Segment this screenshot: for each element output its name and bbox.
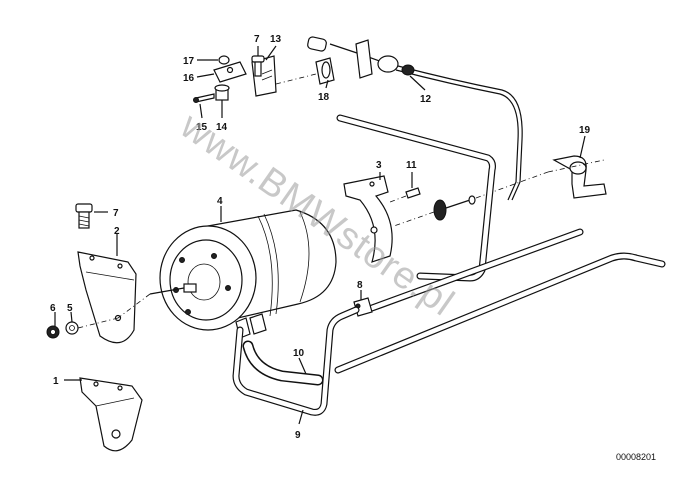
callout-6: 6: [50, 303, 56, 314]
callout-1: 1: [53, 376, 59, 387]
callout-15: 15: [196, 122, 208, 133]
callout-8: 8: [357, 280, 363, 291]
assembly-line: [77, 317, 119, 329]
assembly-line: [393, 211, 435, 227]
callout-4: 4: [217, 196, 223, 207]
callout-9: 9: [295, 430, 301, 441]
vacuum-pipe-upper[interactable]: [336, 114, 496, 282]
callout-3: 3: [376, 160, 382, 171]
leader-lines: [54, 45, 586, 425]
grommet-part-18[interactable]: [315, 57, 335, 85]
assembly-line: [117, 293, 151, 319]
pipe-part-9[interactable]: [232, 306, 360, 416]
callout-5: 5: [67, 303, 73, 314]
callout-2: 2: [114, 226, 120, 237]
canister-part-4[interactable]: [149, 209, 337, 339]
vacuum-pipe-lower[interactable]: [334, 228, 666, 374]
callout-17: 17: [183, 56, 195, 67]
bushing-part-14[interactable]: [214, 84, 230, 101]
bracket-part-3[interactable]: [343, 175, 393, 263]
reference-code: 00008201: [616, 452, 656, 462]
callout-14: 14: [216, 122, 228, 133]
clip-part-19[interactable]: [547, 155, 607, 199]
callout-11: 11: [406, 160, 417, 171]
bolt-part-7-top[interactable]: [251, 55, 265, 77]
bracket-part-1[interactable]: [79, 377, 143, 452]
bracket-part-16[interactable]: [213, 61, 247, 83]
callout-16: 16: [183, 73, 195, 84]
bolt-part-7-left[interactable]: [75, 203, 93, 229]
cable-part-12[interactable]: [307, 36, 523, 201]
assembly-line: [275, 73, 317, 85]
pin-part-15[interactable]: [193, 93, 215, 103]
washer-part-5[interactable]: [65, 321, 79, 335]
hose-part-10[interactable]: [242, 340, 324, 386]
callout-7-top: 7: [254, 34, 260, 45]
callout-13: 13: [270, 34, 282, 45]
bracket-part-2[interactable]: [77, 251, 137, 344]
callout-19: 19: [579, 125, 591, 136]
callout-18: 18: [318, 92, 330, 103]
callout-10: 10: [293, 348, 305, 359]
callout-7-left: 7: [113, 208, 119, 219]
screw-part-11[interactable]: [389, 187, 421, 203]
clip-part-17[interactable]: [218, 55, 230, 65]
cable-nipple[interactable]: [433, 195, 476, 221]
nut-part-6[interactable]: [46, 325, 60, 339]
callout-12: 12: [420, 94, 432, 105]
